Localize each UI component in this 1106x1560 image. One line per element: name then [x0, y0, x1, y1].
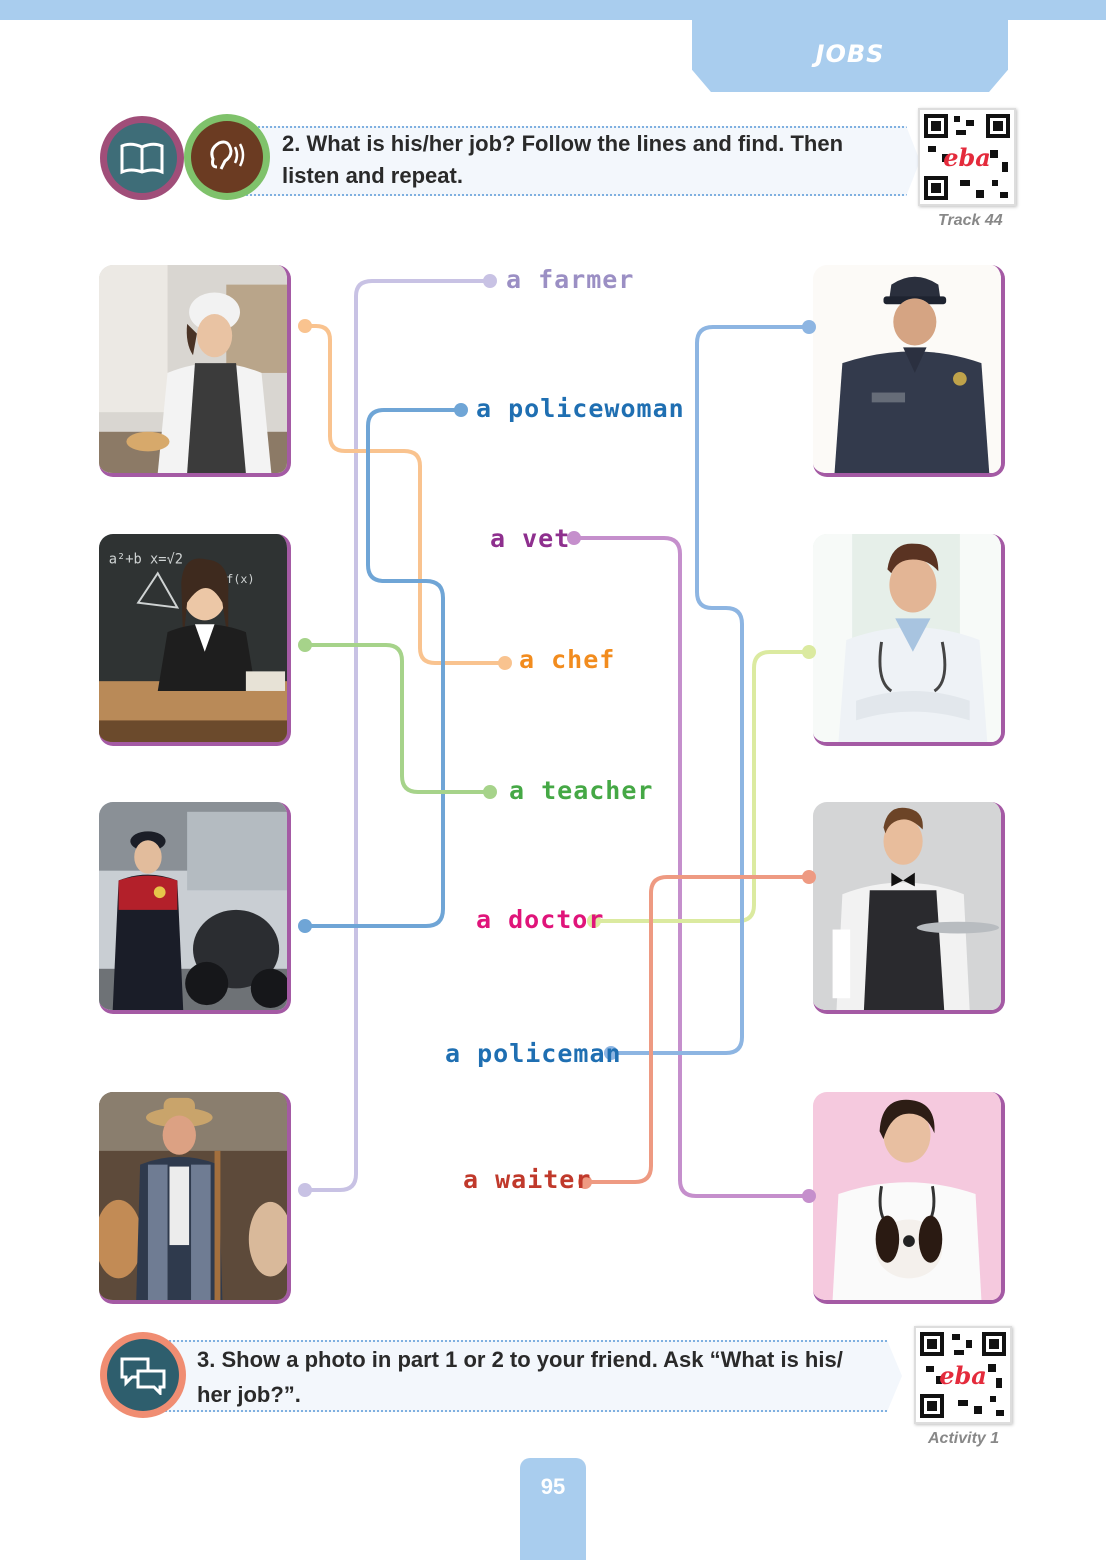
dot-policewoman-label	[454, 403, 468, 417]
label-farmer: a farmer	[506, 265, 635, 294]
dot-doctor-label	[587, 914, 601, 928]
exercise3-instruction-box	[150, 1340, 902, 1412]
book-icon	[100, 116, 184, 200]
dot-teacher-photo	[298, 638, 312, 652]
qr-code-track[interactable]: eba	[918, 108, 1016, 206]
section-title: JOBS	[815, 40, 885, 68]
speech-bubbles-icon	[100, 1332, 186, 1418]
dot-farmer-label	[483, 274, 497, 288]
svg-text:eba: eba	[939, 1361, 987, 1390]
dot-chef-label	[498, 656, 512, 670]
label-policeman: a policeman	[445, 1039, 622, 1068]
line-doctor	[592, 650, 811, 923]
dot-vet-photo	[802, 1189, 816, 1203]
policewoman-photo	[99, 802, 291, 1014]
exercise2-instruction-line2: listen and repeat.	[282, 163, 463, 188]
line-policeman	[609, 325, 811, 1055]
farmer-photo	[99, 1092, 291, 1304]
dot-teacher-label	[483, 785, 497, 799]
ear-listen-icon	[184, 114, 270, 200]
exercise3-instruction-line1: 3. Show a photo in part 1 or 2 to your f…	[197, 1347, 843, 1372]
qr-caption-track: Track 44	[938, 212, 1003, 229]
label-doctor: a doctor	[476, 905, 605, 934]
chef-photo	[99, 265, 291, 477]
svg-text:a²+b x=√2: a²+b x=√2	[109, 551, 183, 567]
section-tab: JOBS	[692, 18, 1008, 92]
label-teacher: a teacher	[509, 776, 654, 805]
page-number: 95	[520, 1458, 586, 1560]
exercise2-instruction-line1: 2. What is his/her job? Follow the lines…	[282, 131, 844, 156]
waiter-photo	[813, 802, 1005, 1014]
dot-waiter-label	[578, 1175, 592, 1189]
vet-photo	[813, 1092, 1005, 1304]
label-waiter: a waiter	[463, 1165, 592, 1194]
qr-code-activity[interactable]: eba	[914, 1326, 1012, 1424]
line-farmer	[303, 279, 492, 1192]
exercise3-instruction: 3. Show a photo in part 1 or 2 to your f…	[197, 1342, 897, 1412]
dot-policeman-photo	[802, 320, 816, 334]
svg-text:eba: eba	[943, 143, 991, 172]
dot-vet-label	[567, 531, 581, 545]
dot-doctor-photo	[802, 645, 816, 659]
policeman-photo	[813, 265, 1005, 477]
dot-policeman-label	[604, 1046, 618, 1060]
label-policewoman: a policewoman	[476, 394, 685, 423]
exercise2-instruction-box	[230, 126, 920, 196]
teacher-photo: a²+b x=√2 f(x)	[99, 534, 291, 746]
qr-caption-activity: Activity 1	[928, 1430, 1000, 1447]
exercise2-instruction: 2. What is his/her job? Follow the lines…	[282, 128, 902, 192]
line-policewoman	[303, 408, 463, 928]
dot-policewoman-photo	[298, 919, 312, 933]
label-chef: a chef	[519, 645, 616, 674]
line-waiter	[583, 875, 811, 1184]
line-chef	[303, 324, 507, 665]
label-vet: a vet	[490, 524, 571, 553]
svg-text:f(x): f(x)	[226, 572, 254, 586]
line-teacher	[303, 643, 492, 794]
dot-chef-photo	[298, 319, 312, 333]
top-strip	[0, 0, 1106, 20]
dot-waiter-photo	[802, 870, 816, 884]
exercise3-instruction-line2: her job?”.	[197, 1382, 301, 1407]
dot-farmer-photo	[298, 1183, 312, 1197]
doctor-photo	[813, 534, 1005, 746]
line-vet	[572, 536, 811, 1198]
